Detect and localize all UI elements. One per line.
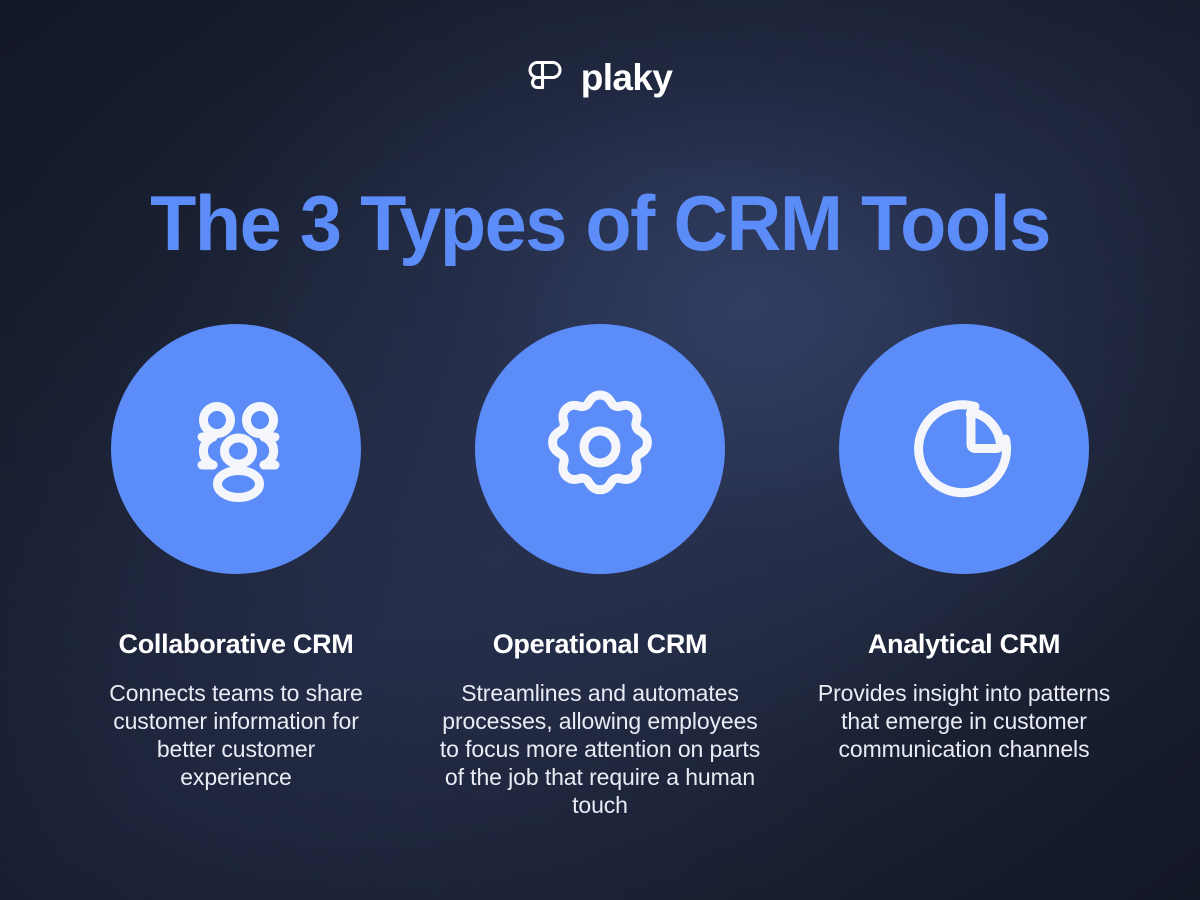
crm-card-heading: Operational CRM [492, 629, 708, 659]
crm-card-icon-badge [839, 324, 1089, 574]
users-group-icon [172, 383, 300, 516]
crm-card-icon-badge [111, 324, 361, 574]
crm-card-heading: Collaborative CRM [118, 629, 354, 659]
brand-name: plaky [580, 57, 673, 98]
plaky-logo-mark-icon [528, 55, 568, 100]
crm-card-description: Connects teams to share customer informa… [109, 679, 363, 790]
gear-icon [534, 381, 666, 518]
crm-card-heading: Analytical CRM [867, 629, 1061, 659]
crm-card-description: Provides insight into patterns that emer… [817, 679, 1111, 762]
crm-types-list: Collaborative CRM Connects teams to shar… [0, 324, 1200, 819]
page-title: The 3 Types of CRM Tools [150, 179, 1051, 268]
crm-card-operational: Operational CRM Streamlines and automate… [418, 324, 782, 819]
crm-card-description: Streamlines and automates processes, all… [439, 679, 761, 818]
pie-chart-icon [899, 382, 1029, 517]
crm-card-analytical: Analytical CRM Provides insight into pat… [782, 324, 1146, 763]
crm-card-collaborative: Collaborative CRM Connects teams to shar… [54, 324, 418, 791]
crm-card-icon-badge [475, 324, 725, 574]
brand-logo: plaky [0, 55, 1200, 100]
